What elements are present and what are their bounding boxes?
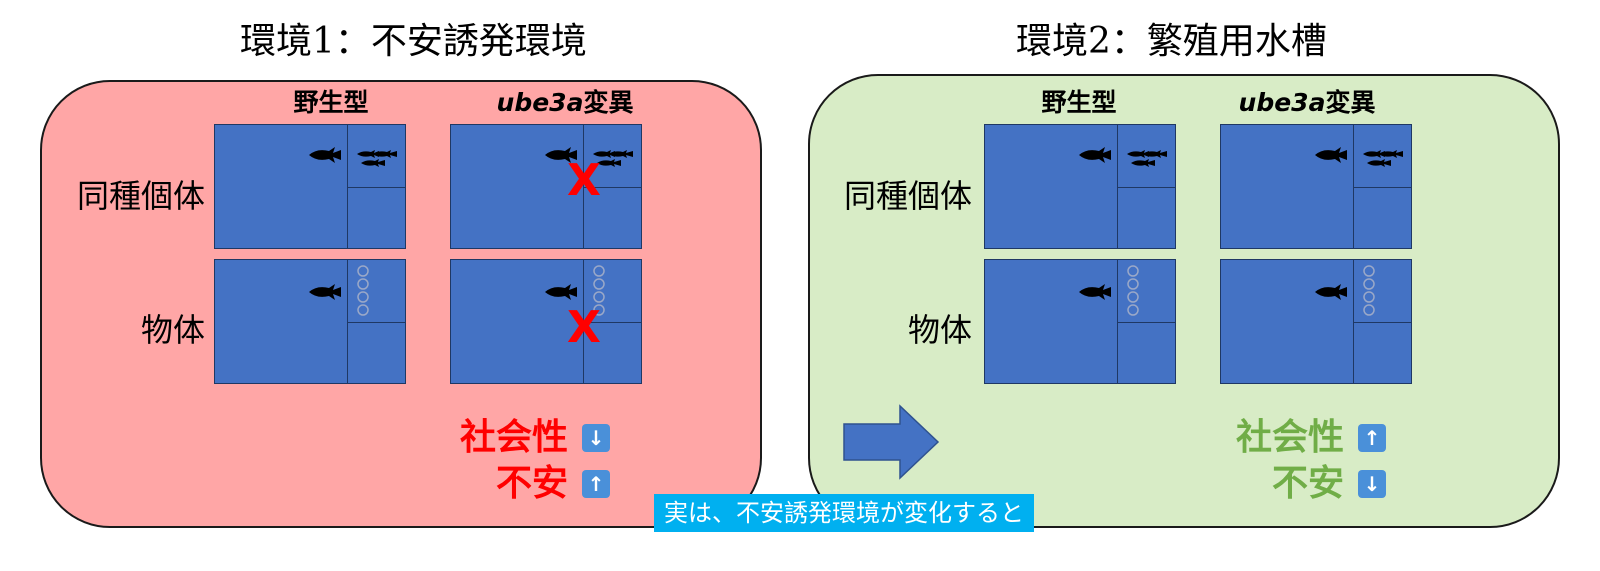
fish-icon bbox=[545, 147, 577, 163]
arrow-down-icon: ↓ bbox=[1358, 470, 1387, 498]
env1-result-social: 社会性 ↓ bbox=[460, 417, 611, 458]
cross-mark: X bbox=[567, 302, 601, 353]
env2-result-anxiety: 不安 ↓ bbox=[1272, 463, 1387, 504]
env1-tank-wild-object bbox=[214, 259, 406, 384]
arrow-up-icon: ↑ bbox=[1358, 424, 1387, 452]
right-arrow-icon bbox=[843, 404, 940, 480]
env1-row-conspecific: 同種個体 bbox=[76, 177, 205, 215]
fish-icon bbox=[309, 147, 341, 163]
env2-panel bbox=[808, 74, 1560, 528]
mutant-suffix: 変異 bbox=[1325, 88, 1376, 117]
env2-tank-mutant-object bbox=[1220, 259, 1412, 384]
env2-row-conspecific: 同種個体 bbox=[843, 177, 972, 215]
env2-result-social: 社会性 ↑ bbox=[1236, 417, 1387, 458]
fish-icon bbox=[309, 284, 341, 300]
object-beads-icon bbox=[1363, 265, 1375, 316]
env1-tank-mutant-conspecific: X bbox=[450, 124, 642, 249]
env1-result-anxiety: 不安 ↑ bbox=[496, 463, 611, 504]
env2-tank-wild-conspecific bbox=[984, 124, 1176, 249]
arrow-up-icon: ↑ bbox=[582, 470, 611, 498]
fish-group-icon bbox=[357, 150, 397, 167]
cross-mark: X bbox=[567, 155, 601, 206]
fish-icon bbox=[1079, 147, 1111, 163]
social-label: 社会性 bbox=[1236, 417, 1345, 458]
env2-title: 環境2：繁殖用水槽 bbox=[1016, 21, 1327, 62]
arrow-down-icon: ↓ bbox=[582, 424, 611, 452]
object-beads-icon bbox=[593, 265, 605, 316]
env1-title: 環境1：不安誘発環境 bbox=[240, 21, 587, 62]
env1-col-mutant: ube3a変異 bbox=[490, 88, 640, 118]
mutant-suffix: 変異 bbox=[583, 88, 634, 117]
fish-group-icon bbox=[1127, 150, 1167, 167]
caption-banner: 実は、不安誘発環境が変化すると bbox=[654, 494, 1034, 532]
fish-icon bbox=[1315, 284, 1347, 300]
fish-icon bbox=[1079, 284, 1111, 300]
anxiety-label: 不安 bbox=[496, 463, 569, 504]
fish-group-icon bbox=[593, 150, 633, 167]
env2-row-object: 物体 bbox=[907, 311, 972, 349]
env2-col-wildtype: 野生型 bbox=[1041, 88, 1117, 117]
fish-icon bbox=[1315, 147, 1347, 163]
gene-name: ube3a bbox=[1238, 88, 1326, 117]
gene-name: ube3a bbox=[496, 88, 584, 117]
env1-row-object: 物体 bbox=[140, 311, 205, 349]
env2-tank-wild-object bbox=[984, 259, 1176, 384]
fish-group-icon bbox=[1363, 150, 1403, 167]
social-label: 社会性 bbox=[460, 417, 569, 458]
env2-tank-mutant-conspecific bbox=[1220, 124, 1412, 249]
env2-col-mutant: ube3a変異 bbox=[1232, 88, 1382, 118]
env1-col-wildtype: 野生型 bbox=[293, 88, 369, 117]
anxiety-label: 不安 bbox=[1272, 463, 1345, 504]
env1-tank-wild-conspecific bbox=[214, 124, 406, 249]
fish-icon bbox=[545, 284, 577, 300]
env1-tank-mutant-object: X bbox=[450, 259, 642, 384]
object-beads-icon bbox=[1127, 265, 1139, 316]
object-beads-icon bbox=[357, 265, 369, 316]
